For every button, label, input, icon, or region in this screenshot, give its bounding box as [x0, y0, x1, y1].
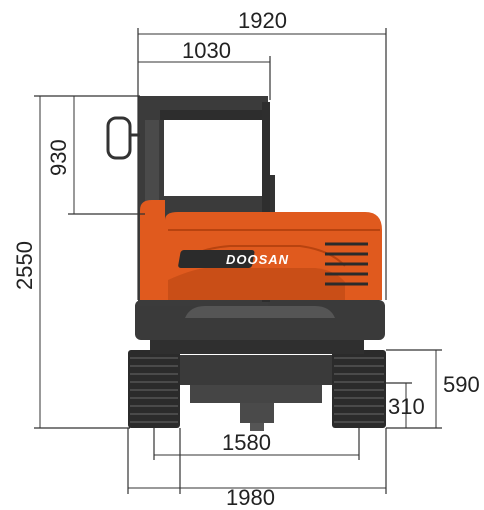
right-track [332, 350, 386, 428]
dim-overall-width: 1920 [137, 8, 387, 300]
dim-overall-height: 2550 [12, 95, 140, 429]
dim-track-gauge: 1580 [153, 428, 360, 460]
dim-overall-height-label: 2550 [12, 241, 37, 290]
dim-track-gauge-label: 1580 [222, 430, 271, 455]
excavator-rear-view: DOOSAN [106, 96, 386, 431]
dim-ground-clearance: 310 [386, 382, 425, 428]
counterweight-body [140, 200, 382, 300]
upper-frame [135, 300, 385, 354]
dim-counterweight-clearance-label: 590 [443, 372, 480, 397]
dim-overall-width-label: 1920 [238, 8, 287, 33]
dim-cab-height-label: 930 [46, 139, 71, 176]
brand-text: DOOSAN [226, 252, 289, 267]
undercarriage [180, 355, 332, 431]
left-track [128, 350, 180, 428]
brand-logo: DOOSAN [178, 250, 289, 268]
dim-cab-width: 1030 [138, 38, 271, 100]
dim-cab-height: 930 [46, 96, 145, 215]
dim-track-width-label: 1980 [226, 485, 275, 510]
side-mirror [106, 116, 140, 160]
dim-track-width: 1980 [127, 428, 387, 510]
dim-ground-clearance-label: 310 [388, 394, 425, 419]
dim-cab-width-label: 1030 [182, 38, 231, 63]
dim-counterweight-clearance: 590 [386, 349, 480, 429]
